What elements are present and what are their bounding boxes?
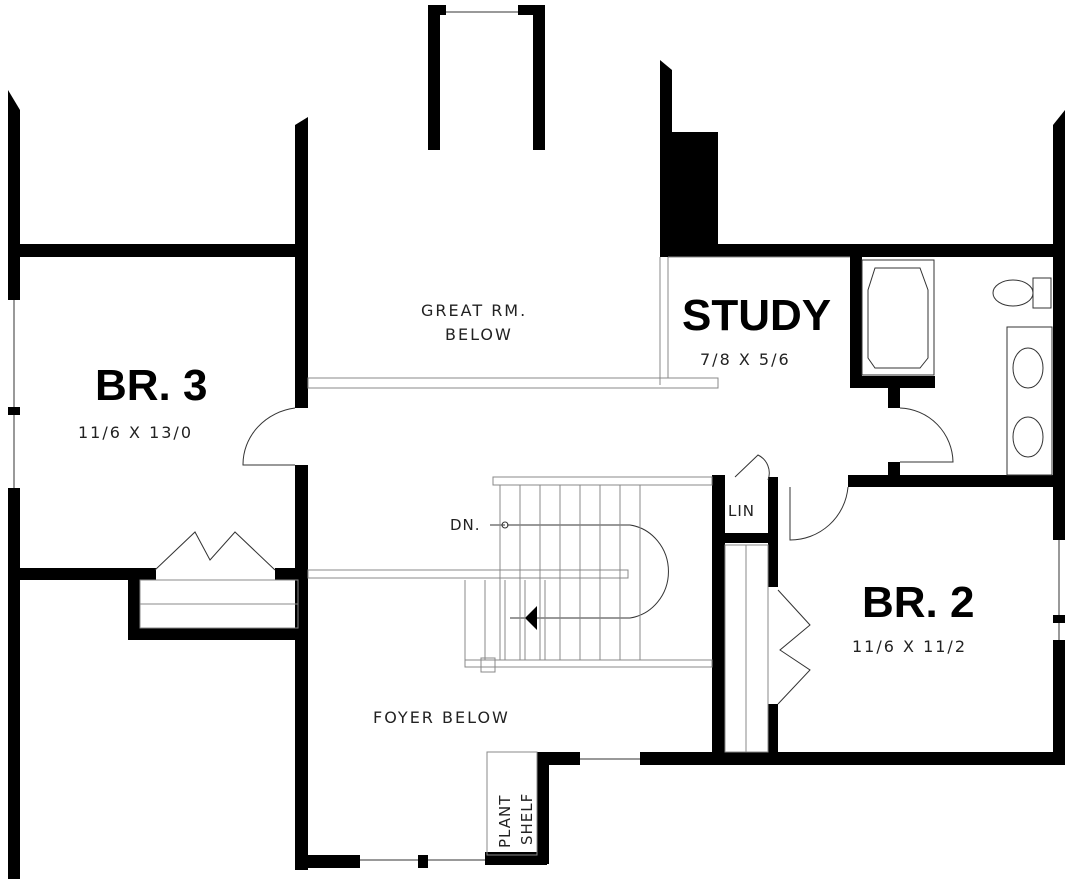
foyer-label: FOYER BELOW: [373, 708, 510, 727]
walls: [8, 5, 1065, 879]
bathtub-icon: [867, 267, 929, 369]
room-dims-br3: 11/6 X 13/0: [78, 423, 193, 442]
toilet-icon: [992, 279, 1034, 307]
railings: [307, 256, 850, 389]
great-room-label: GREAT RM.: [421, 301, 527, 320]
room-dims-br2: 11/6 X 11/2: [852, 637, 967, 656]
plant-shelf-label-2: SHELF: [518, 793, 536, 845]
room-name-br2: BR. 2: [862, 578, 974, 627]
bath-fixtures: [861, 259, 1053, 476]
room-dims-study: 7/8 X 5/6: [700, 350, 791, 369]
staircase: [307, 476, 713, 856]
stair-direction-arrow-icon: [525, 606, 537, 630]
doors: [154, 407, 954, 705]
sink-icon: [1012, 347, 1044, 389]
stairs-down-label: DN.: [450, 516, 481, 534]
plant-shelf-label: PLANT: [496, 795, 514, 848]
closet-shelving: [139, 544, 769, 753]
sink-icon: [1012, 416, 1044, 458]
great-room-label-below: BELOW: [445, 325, 513, 344]
room-name-study: STUDY: [682, 291, 831, 340]
linen-label: LIN: [728, 502, 755, 520]
room-name-br3: BR. 3: [95, 361, 207, 410]
